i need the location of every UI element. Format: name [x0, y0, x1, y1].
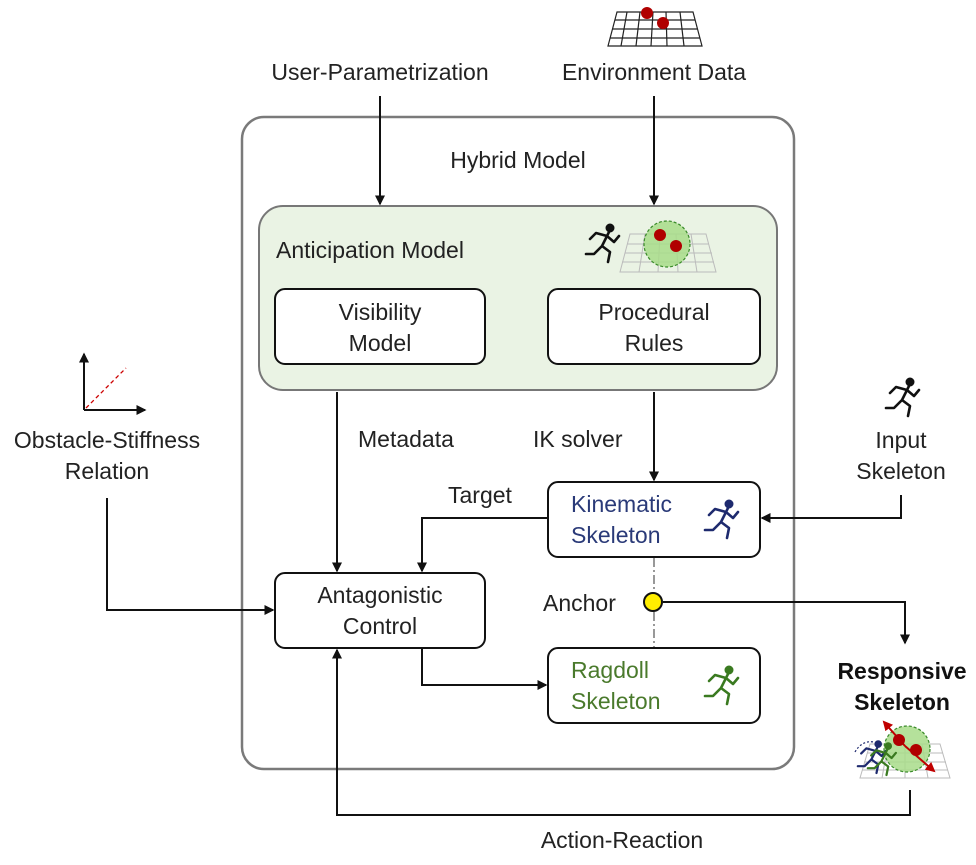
obstacle-dot-icon	[910, 744, 922, 756]
input-runner-icon	[884, 376, 921, 418]
kinematic-skeleton-label-2: Skeleton	[571, 522, 661, 548]
antagonistic-control-label-1: Antagonistic	[317, 582, 442, 608]
visibility-model-label-1: Visibility	[339, 299, 422, 325]
responsive-skeleton-label-1: Responsive	[837, 658, 966, 684]
action-reaction-arrow	[332, 648, 911, 816]
target-label: Target	[448, 482, 513, 508]
stiffness-relation-line	[85, 367, 127, 409]
kinematic-skeleton-label-1: Kinematic	[571, 491, 672, 517]
obstacle-stiffness-label-1: Obstacle-Stiffness	[14, 427, 200, 453]
action-reaction-label: Action-Reaction	[541, 827, 703, 853]
user-parametrization-label: User-Parametrization	[271, 59, 488, 85]
axes-icon	[79, 352, 147, 415]
anchor-to-responsive-arrow	[663, 601, 910, 645]
obstacle-sphere-icon	[643, 220, 691, 268]
anticipation-model-label: Anticipation Model	[276, 237, 464, 263]
input-skeleton-label-1: Input	[875, 427, 927, 453]
procedural-rules-box	[547, 288, 761, 365]
hybrid-model-container	[240, 115, 796, 771]
procedural-rules-label-2: Rules	[625, 330, 684, 356]
obstacle-dot-icon	[641, 7, 653, 19]
input-skeleton-arrow	[760, 495, 902, 523]
metadata-label: Metadata	[358, 426, 454, 452]
obstacle-dot-icon	[657, 17, 669, 29]
anchor-label: Anchor	[543, 590, 616, 616]
environment-grid-icon	[607, 11, 703, 47]
ragdoll-skeleton-label-2: Skeleton	[571, 688, 661, 714]
anchor-point-icon	[643, 592, 663, 612]
connectors	[106, 96, 911, 816]
kinematic-skeleton-box	[547, 481, 761, 558]
procedural-rules-label-1: Procedural	[598, 299, 709, 325]
antagonistic-control-box	[274, 572, 486, 649]
antagonistic-control-label-2: Control	[343, 613, 417, 639]
obstacle-stiffness-label-2: Relation	[65, 458, 149, 484]
ragdoll-skeleton-box	[547, 647, 761, 724]
motion-trail-icon	[854, 741, 875, 753]
visibility-model-box	[274, 288, 486, 365]
responsive-skeleton-label-2: Skeleton	[854, 689, 950, 715]
obstacle-dot-icon	[893, 734, 905, 746]
ragdoll-skeleton-label-1: Ragdoll	[571, 657, 649, 683]
environment-data-label: Environment Data	[562, 59, 746, 85]
push-arrow-icon	[904, 745, 936, 773]
hybrid-model-title: Hybrid Model	[450, 147, 586, 173]
visibility-model-label-2: Model	[349, 330, 412, 356]
input-skeleton-label-2: Skeleton	[856, 458, 946, 484]
target-arrow	[417, 517, 548, 573]
ik-solver-label: IK solver	[533, 426, 623, 452]
obstacle-dot-icon	[654, 229, 666, 241]
stiffness-arrow	[106, 498, 275, 615]
obstacle-dot-icon	[670, 240, 682, 252]
control-to-ragdoll-arrow	[421, 648, 548, 690]
